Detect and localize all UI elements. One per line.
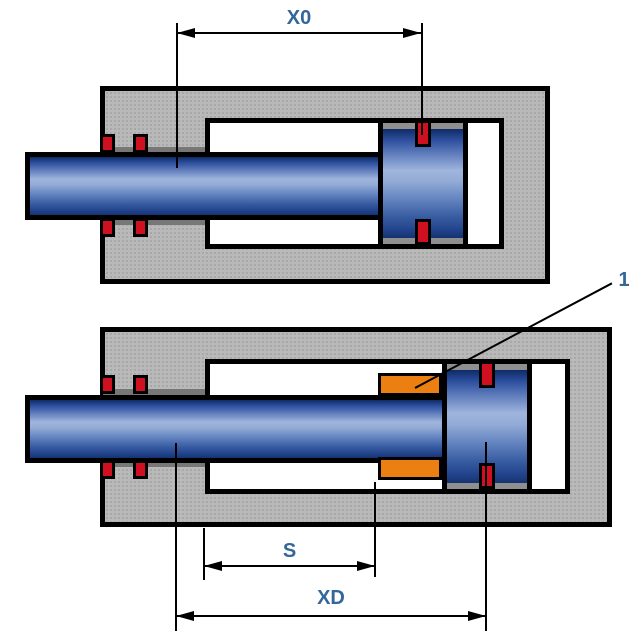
dim-s-line bbox=[204, 565, 375, 567]
dim-x0-extension-left bbox=[176, 23, 178, 168]
rod-seal bbox=[133, 375, 148, 394]
rod-seal bbox=[100, 375, 115, 394]
dim-s-extension-left bbox=[203, 528, 205, 580]
callout-1-label: 1 bbox=[618, 269, 630, 291]
cushioning-sleeve-upper bbox=[378, 373, 442, 396]
rod-seal bbox=[133, 134, 148, 153]
bottom-piston-rod bbox=[25, 395, 445, 463]
dim-s-arrowhead-right bbox=[357, 561, 375, 571]
dim-xd-line bbox=[176, 615, 486, 617]
dim-s-extension-right bbox=[374, 482, 376, 577]
top-piston bbox=[378, 118, 468, 249]
top-rod-bushing-lower bbox=[103, 220, 205, 225]
dim-s-arrowhead-left bbox=[204, 561, 222, 571]
dim-xd-extension-left bbox=[175, 443, 177, 631]
top-piston-rod bbox=[25, 152, 381, 220]
piston-seal bbox=[415, 120, 431, 147]
bottom-rod-bushing-upper bbox=[103, 389, 205, 395]
piston-seal bbox=[479, 361, 495, 388]
cushioning-sleeve-lower bbox=[378, 457, 442, 480]
dim-xd-extension-right bbox=[485, 442, 487, 631]
dim-x0-extension-right bbox=[421, 23, 423, 135]
dim-xd-label: XD bbox=[317, 587, 345, 609]
dim-xd-arrowhead-left bbox=[176, 611, 194, 621]
dim-x0-label: X0 bbox=[286, 7, 312, 29]
dim-x0-line bbox=[177, 32, 422, 34]
dim-xd-arrowhead-right bbox=[468, 611, 486, 621]
dim-s-label: S bbox=[282, 540, 297, 562]
dim-x0-arrowhead-right bbox=[403, 28, 421, 38]
rod-seal bbox=[100, 134, 115, 153]
top-rod-bushing-upper bbox=[103, 147, 205, 152]
dim-x0-arrowhead-left bbox=[177, 28, 195, 38]
piston-seal bbox=[479, 463, 495, 489]
bottom-rod-bushing-lower bbox=[103, 462, 205, 467]
piston-seal bbox=[415, 219, 431, 245]
